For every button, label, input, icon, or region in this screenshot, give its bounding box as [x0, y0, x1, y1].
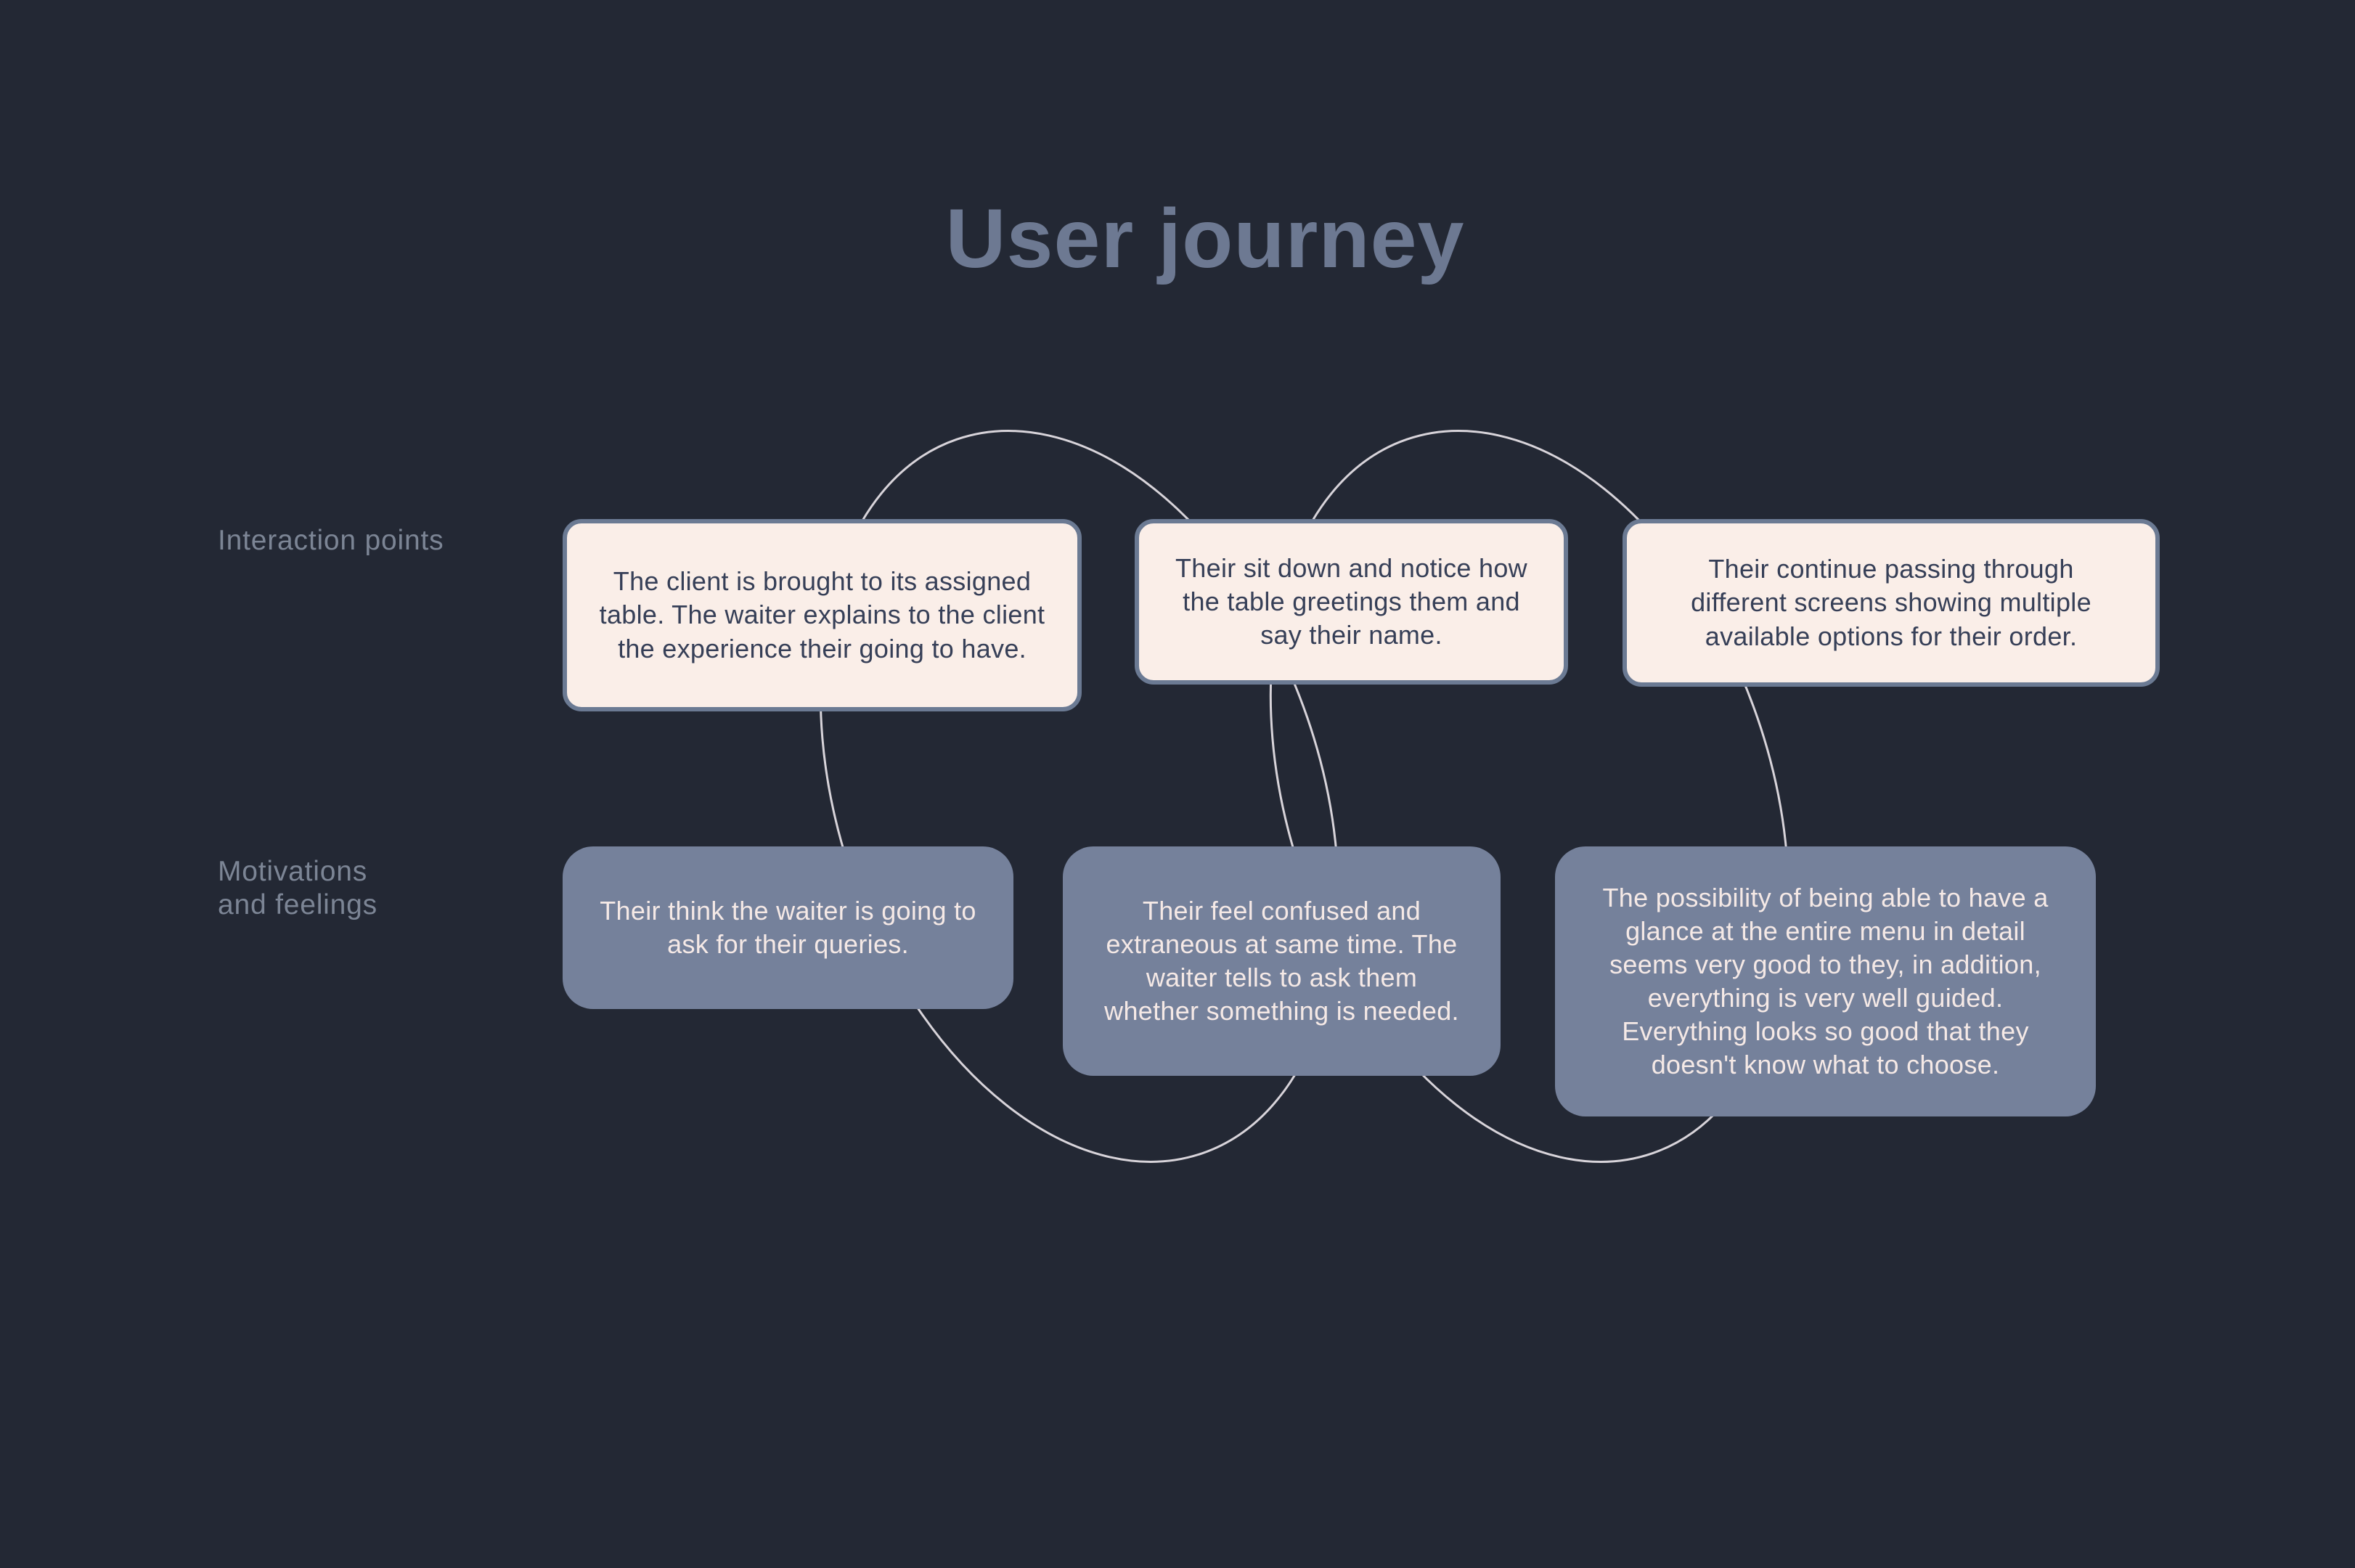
motivation-card-1-text: Their think the waiter is going to ask f… [600, 895, 976, 959]
page-title: User journey [945, 192, 1465, 285]
motivation-card-3: The possibility of being able to have a … [1555, 846, 2096, 1116]
motivation-card-1: Their think the waiter is going to ask f… [563, 846, 1013, 1009]
interaction-point-card-3-text: Their continue passing through different… [1691, 554, 2091, 651]
interaction-point-card-2-text: Their sit down and notice how the table … [1175, 552, 1527, 650]
motivation-card-2-text: Their feel confused and extraneous at sa… [1104, 895, 1459, 1026]
interaction-point-card-3: Their continue passing through different… [1623, 519, 2160, 687]
row-label-interaction-points: Interaction points [218, 525, 444, 556]
journey-loop-1 [819, 430, 1340, 1163]
row-label-motivations-and-feelings: Motivations and feelings [218, 856, 377, 921]
interaction-point-card-1: The client is brought to its assigned ta… [563, 519, 1082, 711]
motivation-card-3-text: The possibility of being able to have a … [1602, 882, 2049, 1080]
interaction-point-card-2: Their sit down and notice how the table … [1135, 519, 1568, 685]
interaction-point-card-1-text: The client is brought to its assigned ta… [599, 566, 1045, 663]
motivation-card-2: Their feel confused and extraneous at sa… [1063, 846, 1501, 1076]
